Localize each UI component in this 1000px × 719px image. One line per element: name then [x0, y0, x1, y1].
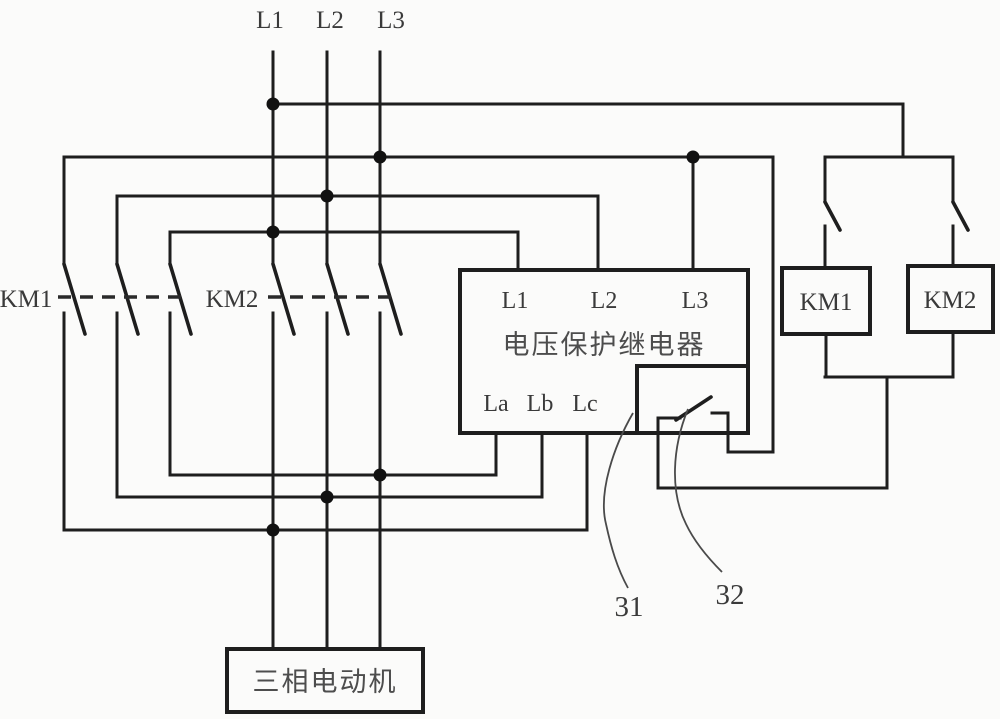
km1-branch-leg2: [115, 194, 140, 499]
switch-left-terminal: [656, 416, 682, 435]
supply-label-l1: L1: [256, 7, 284, 34]
phase-l3-line: [378, 50, 403, 651]
km2-aux-blade: [951, 200, 970, 232]
contactor-label-km1: KM1: [0, 286, 52, 313]
km1-contact-blade-3: [168, 262, 193, 336]
callout-31-leader: [602, 412, 634, 589]
relay-title: 电压保护继电器: [503, 330, 706, 360]
relay-output-label-la: La: [483, 391, 509, 417]
junction-l1-row: [266, 225, 280, 239]
relay-output-label-lb: Lb: [527, 391, 554, 417]
relay-output-switch-box: [635, 364, 750, 435]
switch-right-terminal: [710, 411, 730, 435]
relay-output-switch-symbol: [656, 395, 730, 435]
phase-l2-line: [325, 50, 350, 651]
km2-contact-blade-l2: [325, 262, 350, 336]
row-wire-l1-to-relay: [168, 230, 520, 272]
km1-aux-contact: [823, 155, 842, 270]
junction-l3-bottom: [373, 468, 387, 482]
supply-label-l3: L3: [377, 7, 405, 34]
km1-contact-blade-2: [115, 262, 140, 336]
motor-box: [225, 647, 425, 714]
coil-label-km2: KM2: [924, 287, 977, 314]
junction-l2-row: [320, 189, 334, 203]
km1-branch-leg1: [62, 155, 87, 532]
junction-l3-row: [373, 150, 387, 164]
junction-l1-top: [266, 97, 280, 111]
phase-l1-line: [271, 50, 296, 651]
junction-dots: [266, 97, 700, 537]
junction-l2-bottom: [320, 490, 334, 504]
callout-32-leader: [674, 408, 723, 573]
km1-contact-blade-1: [62, 262, 87, 336]
km1-aux-blade: [823, 200, 842, 232]
sense-wire-lc: [62, 431, 589, 532]
km2-contact-blade-l1: [271, 262, 296, 336]
junction-l1-bottom: [266, 523, 280, 537]
coil-label-km1: KM1: [800, 289, 853, 316]
switch-blade: [674, 395, 713, 422]
relay-input-label-l3: L3: [682, 288, 709, 314]
supply-label-l2: L2: [316, 7, 344, 34]
motor-label: 三相电动机: [253, 667, 398, 697]
junction-relay-l3-tap: [686, 150, 700, 164]
km2-coil-box: [906, 264, 995, 334]
km1-coil-box: [780, 266, 872, 336]
callout-label-32: 32: [716, 579, 745, 611]
relay-output-label-lc: Lc: [572, 391, 597, 417]
row-wire-l2-to-relay: [115, 194, 600, 272]
sense-wire-lb: [115, 431, 544, 499]
callout-label-31: 31: [615, 591, 644, 623]
sense-wire-la: [168, 431, 498, 477]
control-feed-wire-l1: [271, 102, 905, 159]
km1-branch-leg3: [168, 230, 193, 477]
km2-aux-contact: [951, 155, 970, 269]
relay-input-label-l1: L1: [502, 288, 529, 314]
relay-input-label-l2: L2: [591, 288, 618, 314]
contactor-label-km2: KM2: [206, 286, 259, 313]
km2-contact-blade-l3: [378, 262, 403, 336]
